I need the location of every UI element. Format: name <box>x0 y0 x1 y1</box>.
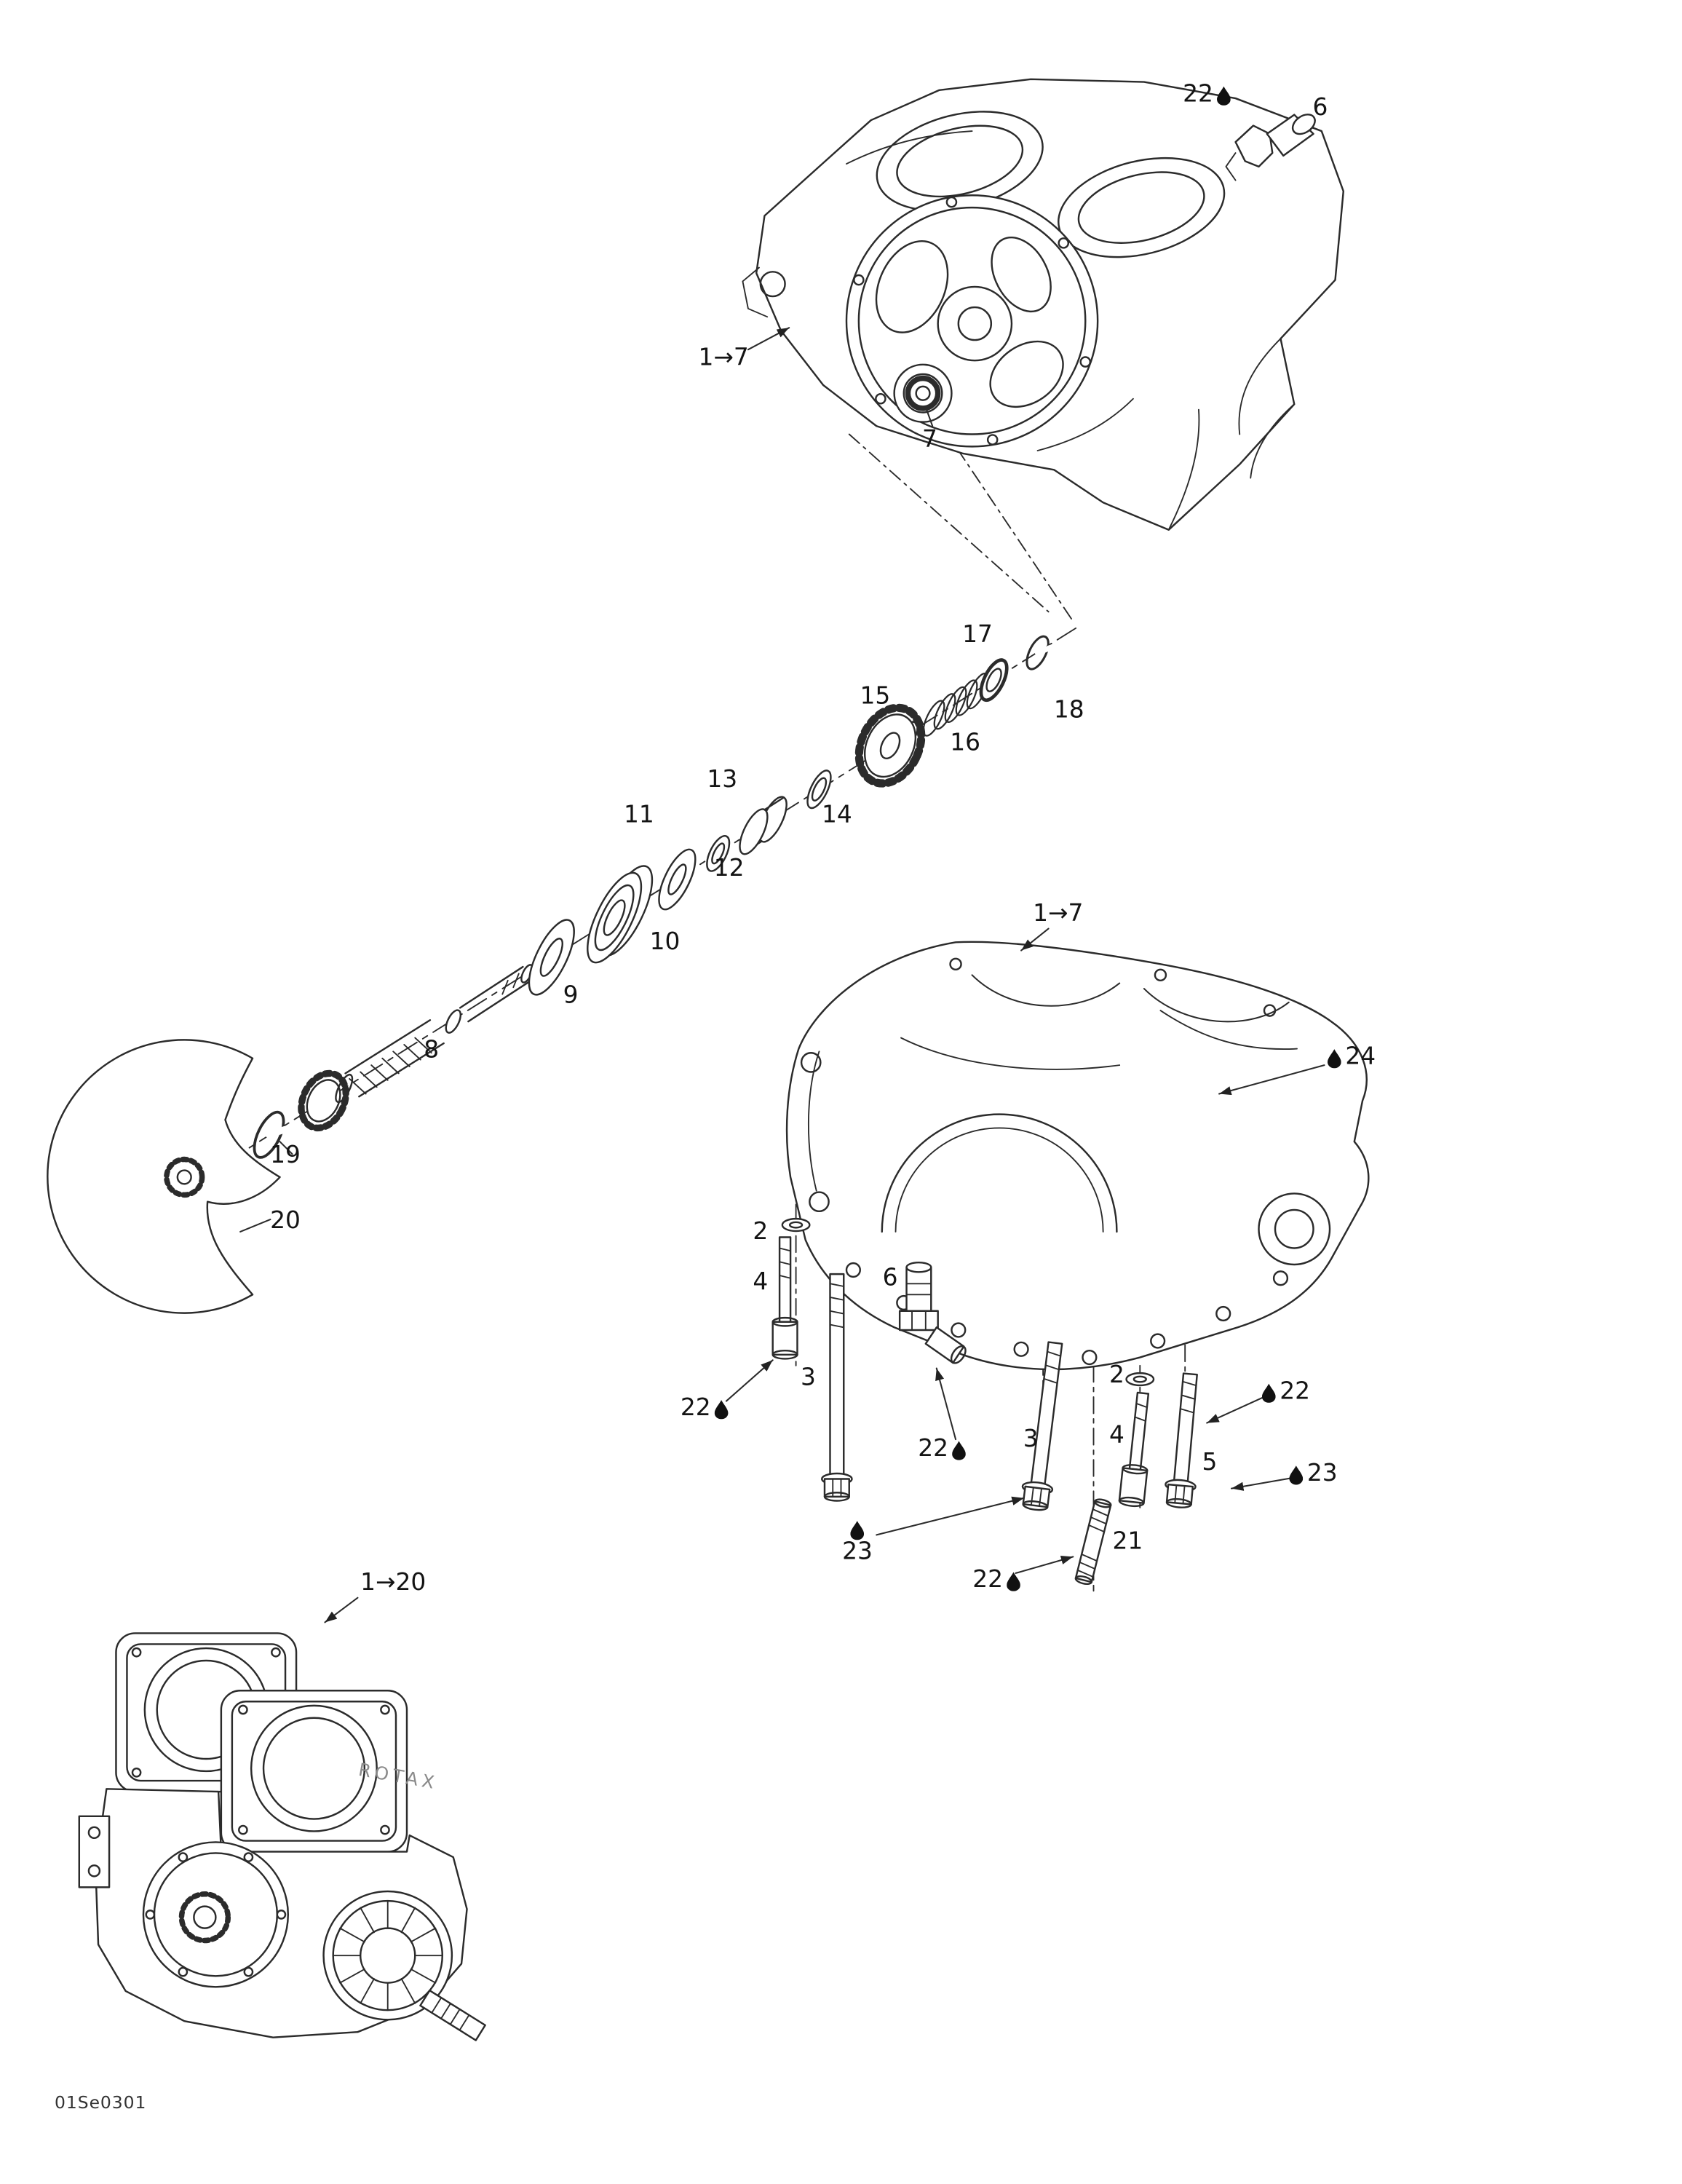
spacer-13 <box>739 796 788 855</box>
snap-ring <box>253 1110 289 1159</box>
ball-bearing-10 <box>587 865 654 964</box>
spring-16 <box>922 673 989 737</box>
seal-ring-17 <box>979 658 1009 703</box>
bearing-7 <box>893 363 953 423</box>
footer-code: 01Se0301 <box>55 2092 147 2113</box>
elbow-fitting-lower <box>898 1261 967 1364</box>
washer-11 <box>658 848 697 911</box>
washer-2-left <box>781 1217 811 1233</box>
washer-14 <box>806 769 832 810</box>
drive-gear-15 <box>854 703 926 788</box>
pump-shaft <box>298 964 533 1132</box>
bolt-5 <box>1165 1372 1198 1508</box>
elbow-fitting-top <box>1225 114 1316 181</box>
circlip-18 <box>1026 635 1055 670</box>
washer-2-right <box>1125 1372 1155 1387</box>
bolt-3-right <box>1021 1341 1063 1511</box>
engine-assembly: ROTAX <box>78 1632 486 2041</box>
lower-crankcase <box>785 941 1370 1371</box>
leader-lines <box>239 327 1325 1623</box>
upper-crankcase <box>742 78 1345 531</box>
cap-screw-4-right <box>1118 1391 1150 1508</box>
bolt-3-left <box>821 1273 853 1502</box>
ring-12 <box>706 835 731 872</box>
stud-21 <box>1074 1498 1112 1586</box>
washer-9 <box>528 919 575 996</box>
output-shaft <box>419 1989 486 2041</box>
cap-screw-4-left <box>771 1236 798 1360</box>
rotary-valve-disc <box>47 1039 281 1314</box>
